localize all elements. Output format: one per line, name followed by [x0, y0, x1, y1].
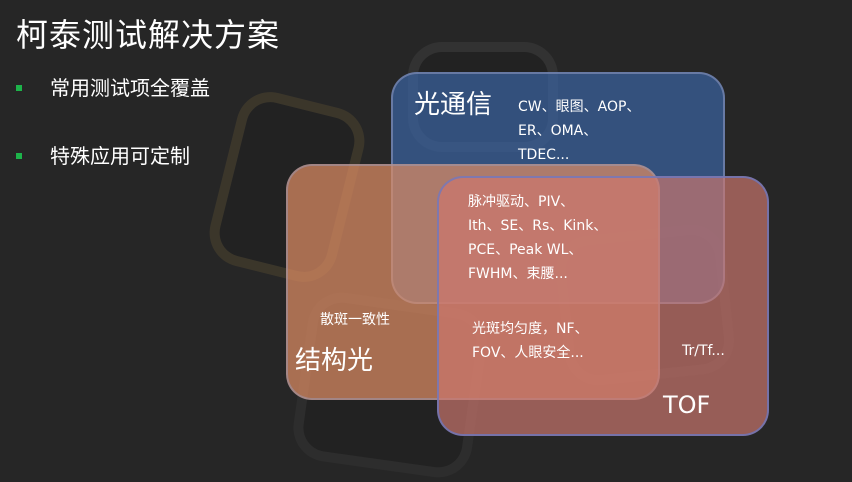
bullet-square-icon: [16, 85, 22, 91]
bullet-list: 常用测试项全覆盖 特殊应用可定制: [16, 74, 210, 210]
optical-communication-items: CW、眼图、AOP、 ER、OMA、 TDEC...: [518, 99, 641, 163]
slide-title: 柯泰测试解决方案: [16, 16, 281, 54]
bullet-item: 特殊应用可定制: [16, 142, 210, 210]
structured-light-items: 散斑一致性: [320, 312, 390, 328]
bullet-item: 常用测试项全覆盖: [16, 74, 210, 142]
optical-communication-label: 光通信: [414, 90, 493, 120]
tof-items: Tr/Tf...: [682, 343, 725, 359]
shared-test-items: 脉冲驱动、PIV、 Ith、SE、Rs、Kink、 PCE、Peak WL、 F…: [468, 194, 608, 282]
structured-light-tof-items: 光斑均匀度，NF、 FOV、人眼安全...: [472, 321, 589, 361]
structured-light-label: 结构光: [295, 346, 374, 376]
tof-label: TOF: [663, 391, 711, 419]
bullet-text: 常用测试项全覆盖: [50, 76, 210, 100]
bullet-text: 特殊应用可定制: [50, 144, 190, 168]
bullet-square-icon: [16, 153, 22, 159]
tof-panel: [437, 176, 769, 436]
